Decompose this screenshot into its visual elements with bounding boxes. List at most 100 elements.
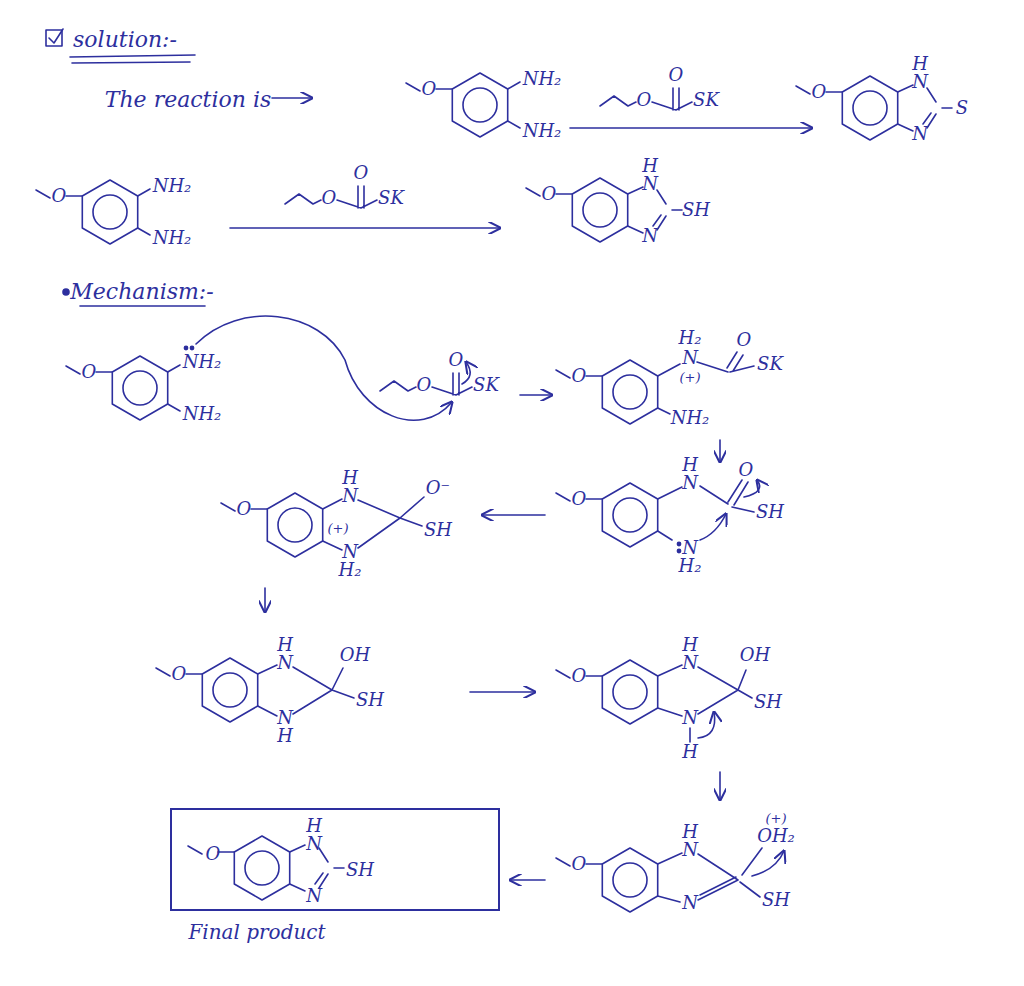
check-tick	[49, 29, 63, 43]
atom-label: O	[172, 665, 187, 683]
product-box: OHNSHNFinal product	[170, 808, 500, 911]
atom-label: OH	[740, 646, 770, 664]
atom-label: H	[277, 727, 293, 745]
reaction-arrow	[719, 772, 721, 800]
atom-label: O	[572, 490, 587, 508]
atom-label: O	[572, 855, 587, 873]
atom-label: O	[737, 331, 752, 349]
atom-label: SK	[473, 376, 499, 394]
charge-label: (+)	[327, 522, 348, 535]
atom-label: H	[642, 157, 658, 175]
curly-arrow	[752, 851, 784, 876]
caption-text: Final product	[188, 922, 325, 942]
heading-underline	[80, 305, 205, 307]
atom-label: SH	[756, 503, 784, 521]
atom-label: O	[52, 187, 67, 205]
atom-label: O	[354, 164, 369, 182]
atom-label: O	[542, 185, 557, 203]
atom-label: OH₂	[757, 827, 795, 845]
reaction-arrow	[470, 691, 535, 693]
atom-label: SK	[378, 189, 404, 207]
atom-label: NH₂	[523, 70, 562, 88]
atom-label: N	[342, 543, 358, 561]
atom-label: O	[572, 367, 587, 385]
atom-label: H	[682, 636, 698, 654]
atom-label: SH	[762, 891, 790, 909]
atom-label: N	[642, 227, 658, 245]
atom-label: O	[637, 91, 652, 109]
atom-label: H	[682, 823, 698, 841]
reaction-arrow	[230, 227, 500, 229]
atom-label: N	[342, 487, 358, 505]
reaction-arrow	[520, 394, 552, 396]
atom-label: O	[669, 66, 684, 84]
bullet-dot	[63, 289, 69, 295]
atom-label: SH	[754, 693, 782, 711]
atom-label: H	[342, 469, 358, 487]
atom-label: O	[449, 351, 464, 369]
curly-arrow	[700, 514, 726, 540]
atom-label: O	[572, 667, 587, 685]
atom-label: O	[417, 376, 432, 394]
atom-label: O	[82, 363, 97, 381]
atom-label: H₂	[339, 561, 362, 579]
atom-label: SH	[682, 201, 710, 219]
atom-label: O	[237, 500, 252, 518]
atom-label: N	[682, 654, 698, 672]
heading-text: The reaction is	[105, 89, 271, 111]
atom-label: H	[912, 55, 928, 73]
atom-label: N	[682, 539, 698, 557]
atom-label: SH	[346, 861, 374, 879]
atom-label: O	[322, 189, 337, 207]
atom-label: N	[642, 175, 658, 193]
heading-text: solution:-	[73, 29, 177, 51]
reaction-arrow	[272, 97, 312, 99]
heading-underline	[70, 55, 195, 63]
atom-label: NH₂	[671, 409, 710, 427]
atom-label: SK	[757, 355, 783, 373]
curly-arrow	[744, 480, 760, 497]
reaction-arrow	[264, 588, 266, 612]
atom-label: N	[682, 841, 698, 859]
atom-label: N	[306, 835, 322, 853]
checkbox-mark	[46, 30, 62, 46]
atom-label: H₂	[679, 557, 702, 575]
atom-label: SH	[424, 521, 452, 539]
reaction-arrow	[570, 127, 812, 129]
atom-label: NH₂	[153, 229, 192, 247]
atom-label: N	[912, 125, 928, 143]
atom-label: N	[277, 654, 293, 672]
atom-label: N	[682, 894, 698, 912]
atom-label: H₂	[679, 329, 702, 347]
reaction-arrow	[482, 514, 545, 516]
atom-label: SK	[693, 91, 719, 109]
charge-label: (+)	[765, 812, 786, 825]
atom-label: N	[306, 887, 322, 905]
curly-arrow	[698, 712, 715, 738]
heading-text: Mechanism:-	[70, 281, 213, 303]
atom-label: N	[682, 709, 698, 727]
atom-label: O⁻	[426, 479, 450, 497]
atom-label: O	[422, 80, 437, 98]
atom-label: NH₂	[183, 353, 222, 371]
atom-label: O	[206, 845, 221, 863]
atom-label: N	[277, 709, 293, 727]
charge-label: (+)	[679, 371, 700, 384]
atom-label: H	[277, 636, 293, 654]
atom-label: H	[682, 743, 698, 761]
atom-label: N	[912, 73, 928, 91]
reaction-arrow	[510, 879, 545, 881]
reaction-arrow	[719, 440, 721, 462]
atom-label: O	[812, 83, 827, 101]
atom-label: NH₂	[153, 177, 192, 195]
atom-label: S	[956, 99, 968, 117]
atom-label: NH₂	[523, 122, 562, 140]
atom-label: SH	[356, 691, 384, 709]
atom-label: O	[739, 461, 754, 479]
atom-label: OH	[340, 646, 370, 664]
atom-label: N	[682, 349, 698, 367]
atom-label: H	[306, 817, 322, 835]
